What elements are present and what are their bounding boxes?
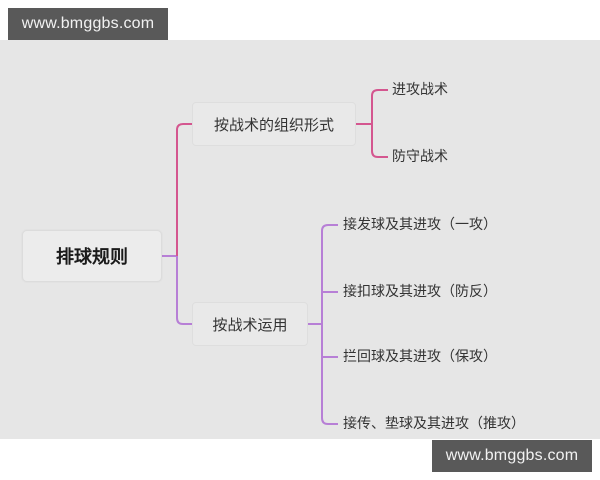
branch-label: 按战术的组织形式 <box>213 115 334 134</box>
root-node[interactable]: 排球规则 <box>22 230 162 282</box>
branch-node-tactical-organization[interactable]: 按战术的组织形式 <box>192 102 356 146</box>
branch-label: 按战术运用 <box>212 315 288 334</box>
root-label: 排球规则 <box>56 247 128 268</box>
leaf-connector-1 <box>321 224 338 324</box>
leaf-connector-defense <box>371 124 388 158</box>
leaf-node-block-return[interactable]: 拦回球及其进攻（保攻） <box>343 349 497 365</box>
leaf-connector-attack <box>371 89 388 124</box>
leaf-node-pass-dig[interactable]: 接传、垫球及其进攻（推攻） <box>343 416 525 432</box>
watermark-top: www.bmggbs.com <box>8 8 168 40</box>
watermark-text: www.bmggbs.com <box>445 447 579 464</box>
leaf-node-attack-tactics[interactable]: 进攻战术 <box>392 82 448 98</box>
branch-connector-use <box>176 256 192 325</box>
branch-node-tactical-application[interactable]: 按战术运用 <box>192 302 308 346</box>
leaf-node-serve-receive[interactable]: 接发球及其进攻（一攻） <box>343 217 497 233</box>
leaf-node-defense-tactics[interactable]: 防守战术 <box>392 149 448 165</box>
watermark-bottom: www.bmggbs.com <box>432 440 592 472</box>
leaf-connector-4 <box>321 324 338 425</box>
leaf-node-spike-receive[interactable]: 接扣球及其进攻（防反） <box>343 284 497 300</box>
watermark-text: www.bmggbs.com <box>21 15 155 32</box>
branch-connector-org <box>176 123 192 256</box>
